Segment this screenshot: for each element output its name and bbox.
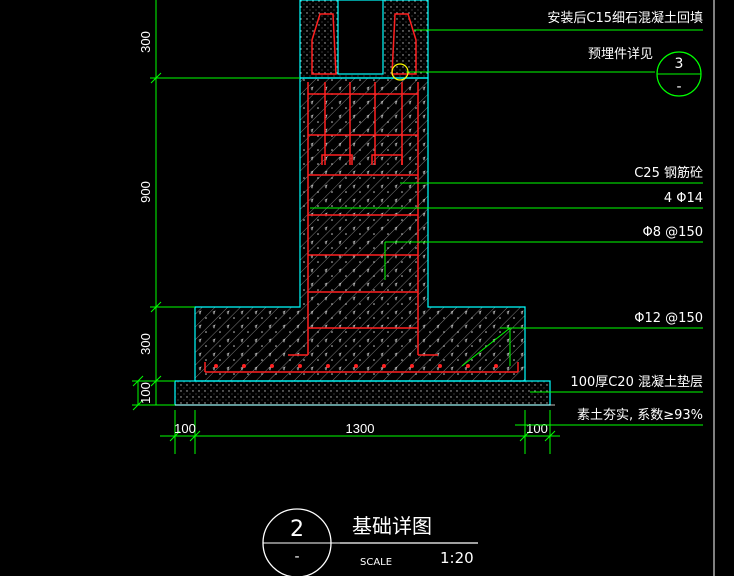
rebar-cage	[204, 82, 519, 373]
callout-compaction: 素土夯实, 系数≥93%	[577, 408, 703, 423]
callout-bottom-mesh: Φ12 @150	[634, 311, 703, 326]
left-dimension-texts: 300 900 300 100	[138, 31, 153, 404]
callout-main-bars: 4 Φ14	[664, 191, 703, 206]
title-sub: -	[294, 549, 299, 565]
callout-stirrups: Φ8 @150	[643, 225, 703, 240]
title-number: 2	[290, 517, 304, 542]
bubble-sheet-number: 3	[675, 56, 684, 72]
dim-100-left: 100	[138, 382, 153, 404]
callout-texts: 安装后C15细石混凝土回填 预埋件详见 C25 钢筋砼 4 Φ14 Φ8 @15…	[547, 10, 703, 423]
dim-100-left-bottom: 100	[174, 421, 196, 436]
bottom-dimensions	[160, 410, 560, 454]
bubble-sub: -	[676, 79, 681, 95]
callout-cushion: 100厚C20 混凝土垫层	[570, 374, 703, 390]
callout-grout-infill: 安装后C15细石混凝土回填	[547, 10, 703, 26]
dim-100-right-bottom: 100	[526, 421, 548, 436]
drawing-title: 基础详图	[352, 514, 432, 538]
scale-label: SCALE	[360, 557, 392, 568]
leader-lines	[310, 29, 703, 426]
dim-1300: 1300	[346, 421, 375, 436]
concrete-section	[194, 77, 526, 382]
grout-pocket	[299, 0, 429, 79]
embedded-post	[337, 0, 384, 75]
dim-300-bottom: 300	[138, 333, 153, 355]
callout-embedded-part: 预埋件详见	[588, 47, 653, 62]
title-block: 2 - 基础详图 SCALE 1:20	[262, 508, 478, 576]
detail-reference-bubble: 3 -	[656, 51, 702, 97]
cushion-layer	[170, 380, 555, 406]
bottom-dimension-texts: 100 1300 100	[174, 421, 548, 436]
dim-300-top: 300	[138, 31, 153, 53]
reference-marker	[391, 63, 409, 81]
left-dimensions	[132, 0, 300, 411]
scale-value: 1:20	[440, 549, 474, 567]
rebar-dots	[214, 364, 498, 368]
dim-900: 900	[138, 181, 153, 203]
callout-concrete-grade: C25 钢筋砼	[634, 165, 703, 181]
